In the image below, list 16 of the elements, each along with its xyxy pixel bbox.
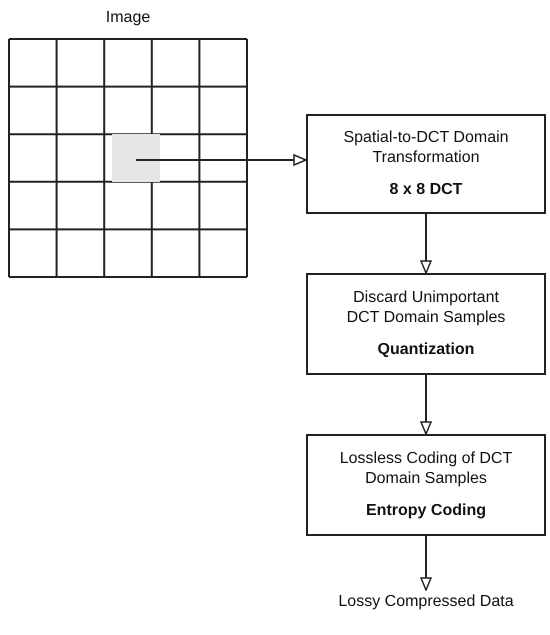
grid-heading: Image xyxy=(104,8,152,28)
arrow xyxy=(420,375,432,435)
method-label: Entropy Coding xyxy=(366,501,486,521)
step-description: Lossless Coding of DCT Domain Samples xyxy=(338,449,514,489)
output-label: Lossy Compressed Data xyxy=(338,592,514,612)
step-description: Spatial-to-DCT Domain Transformation xyxy=(342,128,510,168)
process-box xyxy=(306,273,546,375)
arrow xyxy=(136,154,307,166)
method-label: 8 x 8 DCT xyxy=(390,180,462,200)
arrow xyxy=(420,536,432,591)
method-label: Quantization xyxy=(378,340,474,360)
process-box xyxy=(306,114,546,214)
process-box xyxy=(306,434,546,536)
step-description: Discard Unimportant DCT Domain Samples xyxy=(346,288,506,328)
highlighted-block xyxy=(112,134,160,182)
arrow xyxy=(420,214,432,274)
